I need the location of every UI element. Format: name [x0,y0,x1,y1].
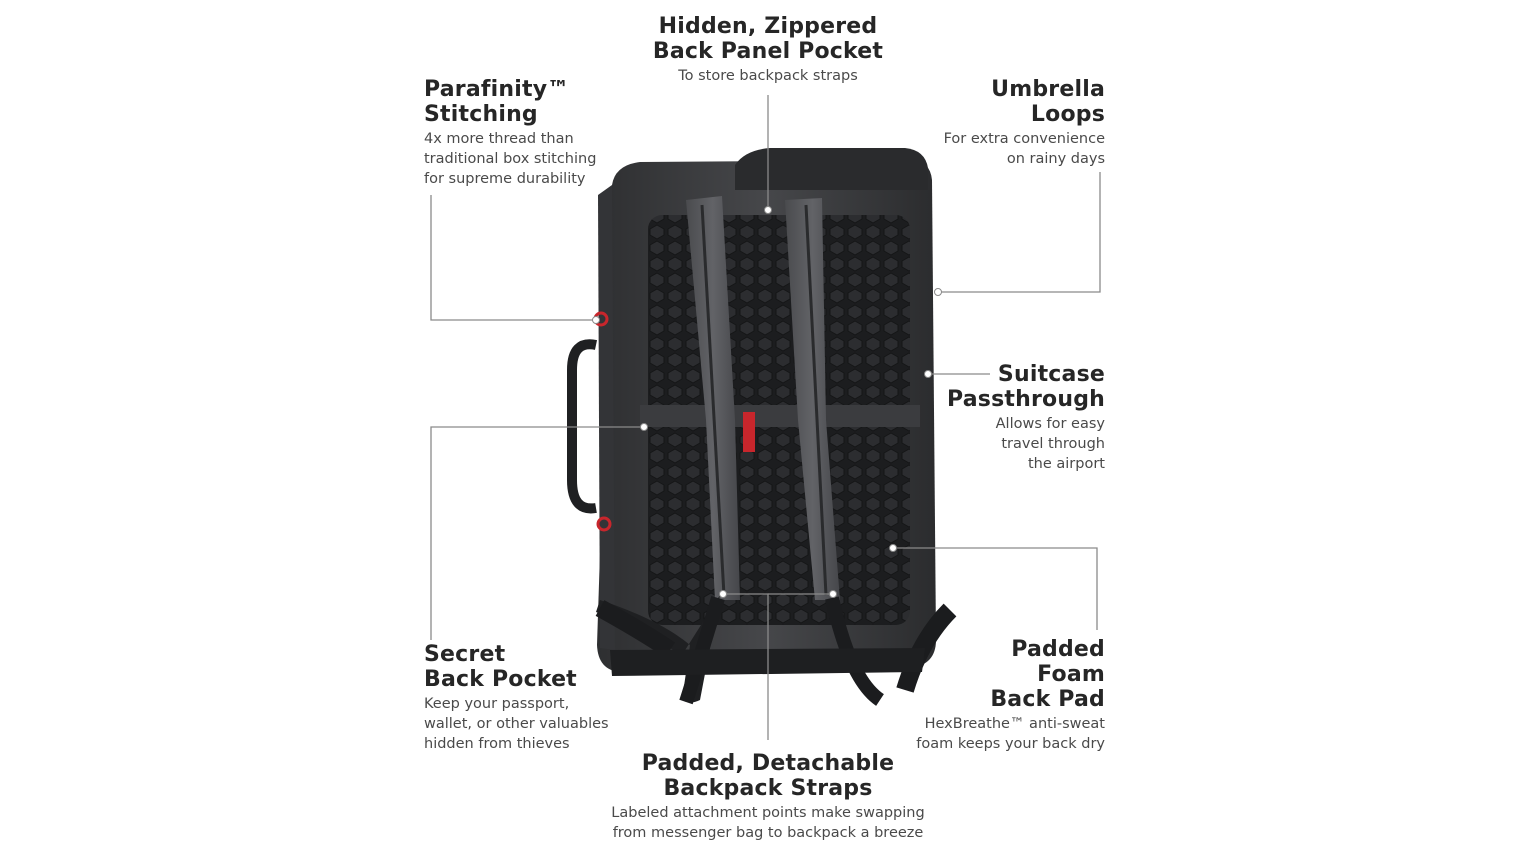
callout-umbrella: Umbrella Loops For extra convenience on … [905,77,1105,169]
callout-straps: Padded, Detachable Backpack Straps Label… [518,751,1018,843]
dot-hidden-pocket [764,206,772,214]
callout-padded-foam: Padded Foam Back Pad HexBreathe™ anti-sw… [865,637,1105,754]
callout-title: Hidden, Zippered Back Panel Pocket [652,14,884,64]
callout-title: Umbrella Loops [991,77,1105,127]
callout-secret: Secret Back Pocket Keep your passport, w… [424,642,664,754]
dot-suitcase [924,370,932,378]
leader-straps [723,593,769,740]
brand-tag [743,412,755,452]
right-strap [785,198,840,600]
callout-desc: 4x more thread than traditional box stit… [424,131,597,187]
callout-desc: Keep your passport, wallet, or other val… [424,696,609,752]
leader-secret [430,426,644,640]
side-handle [567,339,598,514]
callout-title: Parafinity™ Stitching [424,77,570,127]
callout-desc: HexBreathe™ anti-sweat foam keeps your b… [916,716,1105,752]
leader-parafinity [430,195,596,321]
callout-desc: To store backpack straps [678,68,858,84]
dot-umbrella [934,288,942,296]
bag-top-flap [735,148,928,190]
callout-title: Padded Foam Back Pad [990,637,1105,712]
callout-hidden-pocket: Hidden, Zippered Back Panel Pocket To st… [568,14,968,86]
callout-title: Suitcase Passthrough [947,362,1105,412]
callout-desc: For extra convenience on rainy days [943,131,1105,167]
callout-title: Secret Back Pocket [424,642,577,692]
callout-title: Padded, Detachable Backpack Straps [641,751,895,801]
leader-padded-foam [893,547,1098,630]
dot-secret [640,423,648,431]
callout-suitcase: Suitcase Passthrough Allows for easy tra… [905,362,1105,474]
callout-desc: Allows for easy travel through the airpo… [995,416,1105,472]
dot-straps-left [719,590,727,598]
callout-parafinity: Parafinity™ Stitching 4x more thread tha… [424,77,664,189]
dot-parafinity [592,316,600,324]
dot-padded-foam [889,544,897,552]
leader-umbrella [938,172,1101,293]
callout-desc: Labeled attachment points make swapping … [611,805,925,841]
dot-straps-right [829,590,837,598]
